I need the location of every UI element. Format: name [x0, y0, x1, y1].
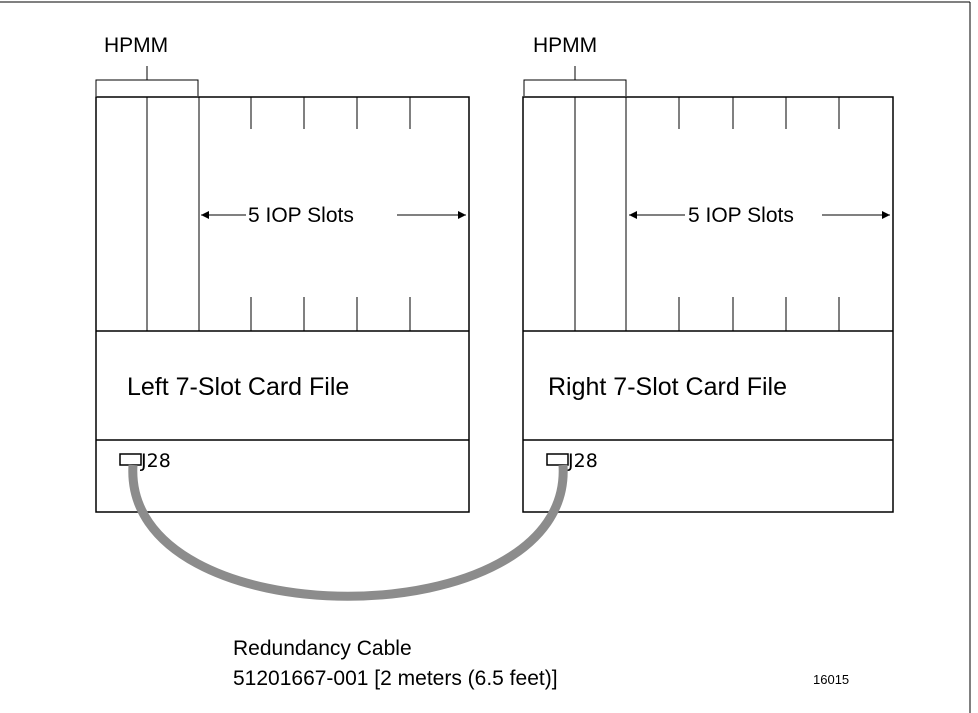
figure-number: 16015: [813, 672, 849, 687]
cable-name: Redundancy Cable: [233, 637, 412, 660]
right-card-file: HPMM 5 IOP Slots Right 7-Slot Card File …: [522, 34, 894, 513]
redundancy-cable: [128, 464, 568, 601]
cable-part-number: 51201667-001 [2 meters (6.5 feet)]: [233, 667, 558, 690]
right-card-file-name: Right 7-Slot Card File: [548, 373, 787, 401]
right-slots-label: 5 IOP Slots: [688, 204, 794, 227]
right-hpmm-label: HPMM: [533, 34, 597, 57]
right-j28-label: J28: [567, 450, 598, 472]
left-hpmm-label: HPMM: [104, 34, 168, 57]
left-card-file-frame: [95, 96, 470, 513]
left-card-file: HPMM 5 IOP Slots Left 7-Slot Card File J…: [95, 34, 470, 513]
left-card-file-name: Left 7-Slot Card File: [127, 373, 349, 401]
right-j28-connector: [546, 453, 569, 466]
right-card-file-frame: [522, 96, 894, 513]
left-hpmm-brace: [95, 66, 199, 96]
left-slots-label: 5 IOP Slots: [248, 204, 354, 227]
right-hpmm-brace: [523, 66, 627, 96]
left-j28-connector: [119, 453, 142, 466]
left-j28-label: J28: [140, 450, 171, 472]
